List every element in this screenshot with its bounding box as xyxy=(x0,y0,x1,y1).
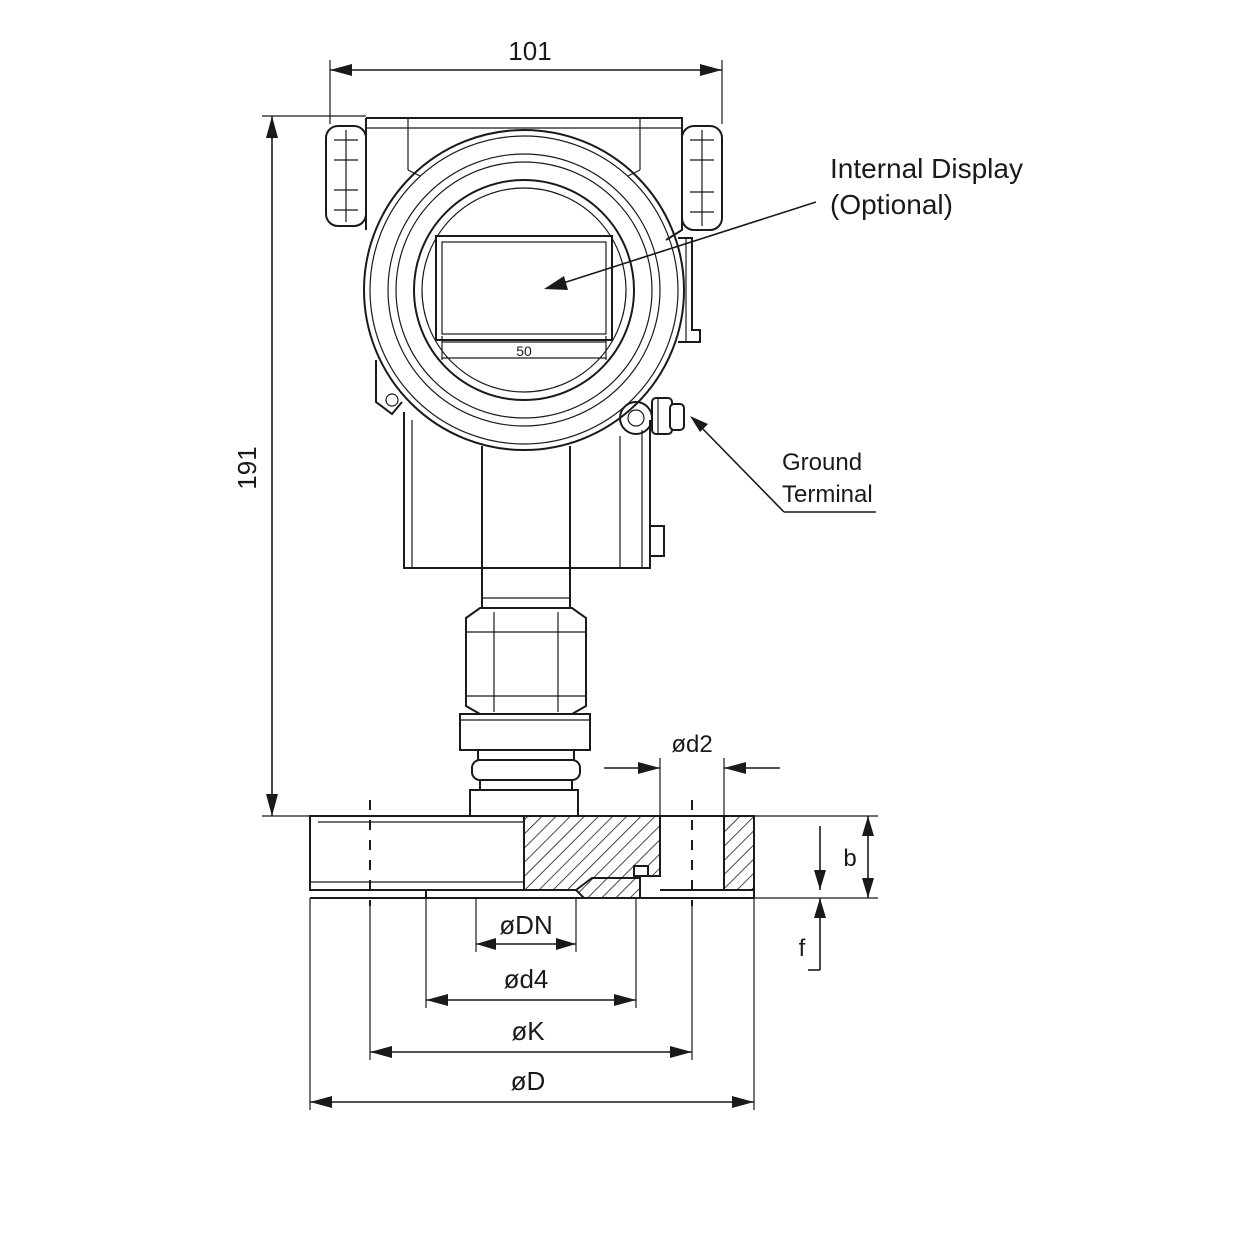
dimension-d: øD xyxy=(309,898,755,1110)
dimension-b: b xyxy=(754,815,878,899)
terminal-label: Terminal xyxy=(782,481,873,508)
optional-label: (Optional) xyxy=(830,189,953,220)
k-label: øK xyxy=(511,1016,545,1046)
housing: 50 xyxy=(325,117,723,569)
callout-ground-terminal: Ground Terminal xyxy=(690,416,876,513)
display-cover xyxy=(363,129,685,451)
width-label: 101 xyxy=(508,36,551,66)
display-size-label: 50 xyxy=(516,343,532,359)
dimension-k: øK xyxy=(369,906,693,1060)
dimension-dn: øDN xyxy=(475,898,577,952)
dn-label: øDN xyxy=(499,910,552,940)
ground-label: Ground xyxy=(782,449,862,476)
dimension-width: 101 xyxy=(329,36,723,124)
height-label: 191 xyxy=(232,446,262,489)
process-connection xyxy=(459,567,591,817)
f-label: f xyxy=(799,935,806,962)
display-window: 50 xyxy=(435,235,613,360)
dimension-d2: ød2 xyxy=(604,731,780,816)
dimension-f: f xyxy=(799,898,826,971)
d4-label: ød4 xyxy=(504,964,549,994)
cable-gland-left xyxy=(325,125,367,227)
callout-internal-display: Internal Display (Optional) xyxy=(544,153,1023,290)
d2-label: ød2 xyxy=(671,731,712,758)
cable-gland-right xyxy=(681,125,723,231)
flange xyxy=(309,800,755,906)
b-label: b xyxy=(843,845,856,872)
d-label: øD xyxy=(511,1066,546,1096)
ground-terminal xyxy=(619,397,685,435)
internal-display-label: Internal Display xyxy=(830,153,1023,184)
dimension-d4: ød4 xyxy=(425,898,637,1008)
dimension-height: 191 xyxy=(232,115,366,817)
